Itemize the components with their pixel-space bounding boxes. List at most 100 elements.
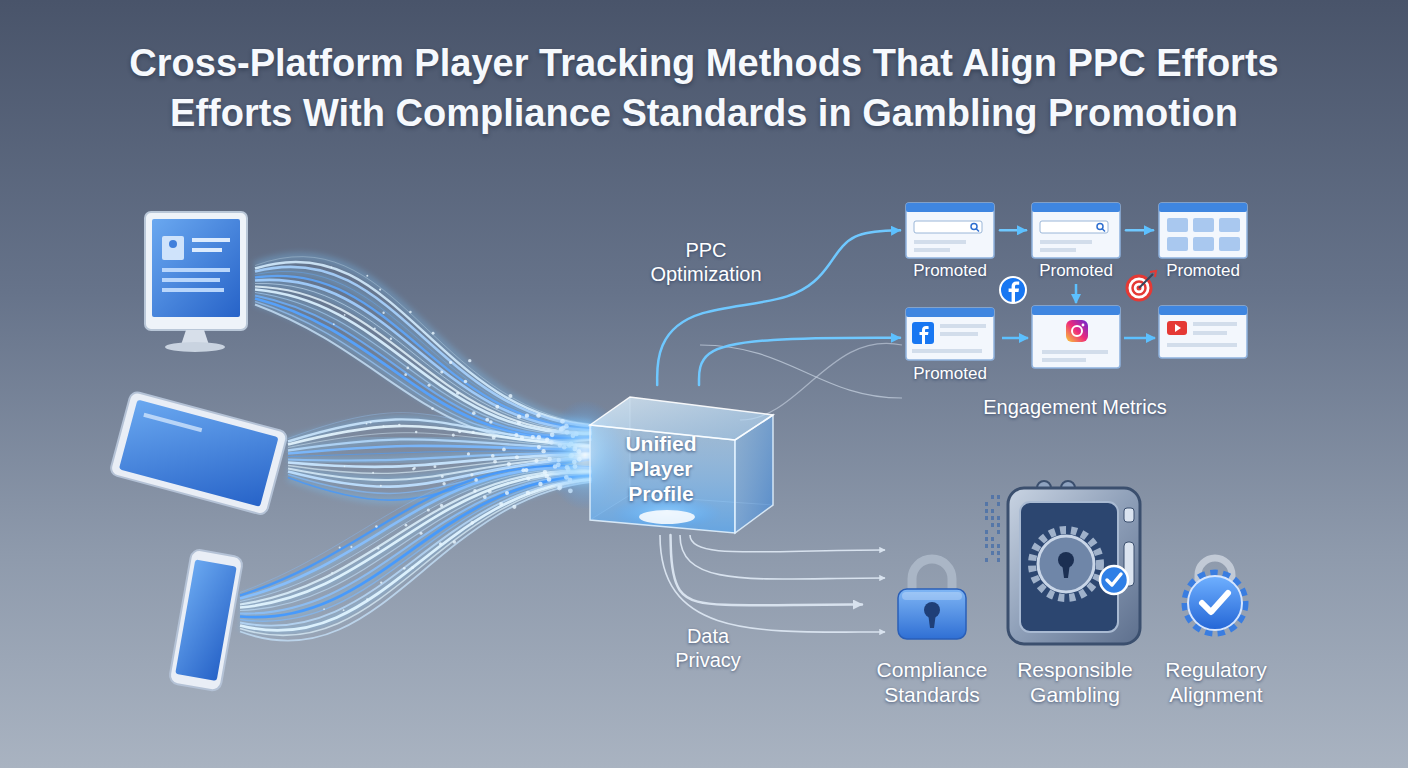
text-block: Regulatory Alignment xyxy=(1144,657,1288,707)
phone-icon xyxy=(169,549,244,692)
decor-rect xyxy=(1193,322,1237,326)
decor-rect xyxy=(1159,203,1247,212)
decor-rect xyxy=(906,308,994,360)
decor-rect xyxy=(1167,237,1188,251)
particle-dot xyxy=(531,435,535,439)
particle-dot xyxy=(517,421,521,425)
particle-dot xyxy=(492,436,496,440)
decor-rect xyxy=(902,592,962,600)
decor-circle xyxy=(1000,277,1026,303)
decor-rect xyxy=(906,308,994,317)
decor-rect xyxy=(162,288,224,292)
particle-dot xyxy=(366,598,368,600)
regulatory-badge: Regulatory Alignment xyxy=(1150,555,1282,705)
connector-arrow xyxy=(699,338,900,385)
decor-rect xyxy=(1040,248,1076,252)
particle-dot xyxy=(372,472,374,474)
connector-arrow xyxy=(1126,229,1153,232)
particle-dot xyxy=(485,418,489,422)
bit-mark xyxy=(985,502,988,506)
data-stream-line xyxy=(255,299,592,439)
particle-dot xyxy=(405,524,408,527)
particle-dot xyxy=(453,540,456,543)
particle-dot xyxy=(536,413,540,417)
facebook-icon xyxy=(1000,277,1026,303)
particle-dot xyxy=(403,567,406,570)
particle-dot xyxy=(439,542,442,545)
node-text: Responsible Gambling xyxy=(1002,657,1148,707)
particle-dot xyxy=(483,495,487,499)
particle-dot xyxy=(344,466,346,468)
decor-rect xyxy=(162,268,230,272)
decor-rect xyxy=(1167,343,1237,347)
particle-dot xyxy=(470,473,473,476)
particle-dot xyxy=(409,311,412,314)
decor-rect xyxy=(1042,350,1108,354)
decor-path xyxy=(1175,324,1181,332)
tablet-icon xyxy=(109,391,288,516)
bit-mark xyxy=(997,502,1000,506)
bit-mark xyxy=(985,530,988,534)
decor-rect xyxy=(1193,218,1214,232)
particle-dot xyxy=(379,288,381,290)
decor-rect xyxy=(1040,221,1108,233)
particle-dot xyxy=(537,445,541,449)
particle-dot xyxy=(442,482,445,485)
node-text: Promoted xyxy=(1026,261,1126,281)
particle-dot xyxy=(456,391,459,394)
particle-dot xyxy=(499,502,503,506)
decor-rect xyxy=(906,203,994,258)
particle-dot xyxy=(374,327,376,329)
data-stream-line xyxy=(240,481,592,636)
particle-dot xyxy=(431,407,434,410)
compliance-lock-shape xyxy=(862,555,1002,705)
particle-dot xyxy=(452,434,455,437)
particle-dot xyxy=(515,455,519,459)
particle-dot xyxy=(520,436,524,440)
data-stream-line xyxy=(240,477,592,621)
profile-cube: Unified Player Profile xyxy=(585,385,775,535)
particle-dot xyxy=(413,467,416,470)
particle-dot xyxy=(380,581,382,583)
particle-dot xyxy=(464,380,468,384)
decor-path xyxy=(1009,281,1020,303)
decor-rect xyxy=(192,238,230,242)
decor-path xyxy=(1139,274,1153,288)
data-stream-line xyxy=(255,257,592,425)
particle-dot xyxy=(502,448,506,452)
compliance-lock: Compliance Standards xyxy=(862,555,1002,705)
bit-mark xyxy=(991,551,994,555)
particle-dot xyxy=(524,468,528,472)
connector-arrow xyxy=(1000,229,1026,232)
bit-mark xyxy=(985,516,988,520)
decor-rect xyxy=(192,248,222,252)
text-block: Promoted xyxy=(1026,261,1126,281)
decor-rect xyxy=(906,203,994,212)
bit-mark xyxy=(991,509,994,513)
particle-dot xyxy=(323,608,325,610)
particle-dot xyxy=(350,546,352,548)
node-text: Regulatory Alignment xyxy=(1144,657,1288,707)
decor-rect xyxy=(1020,502,1118,632)
bit-mark xyxy=(985,509,988,513)
decor-rect xyxy=(1066,320,1088,342)
decor-circle xyxy=(1100,566,1128,594)
target-icon xyxy=(1127,271,1156,300)
diagram-title: Cross-Platform Player Tracking Methods T… xyxy=(84,38,1324,138)
node-text: Promoted xyxy=(900,261,1000,281)
annotation-label: Data Privacy xyxy=(660,624,756,672)
bit-mark xyxy=(991,537,994,541)
bit-mark xyxy=(991,544,994,548)
node-text: Unified Player Profile xyxy=(597,431,725,506)
regulatory-badge-shape xyxy=(1150,555,1282,705)
particle-dot xyxy=(333,323,335,325)
particle-dot xyxy=(467,452,470,455)
decor-path xyxy=(690,535,885,552)
decor-path xyxy=(1124,337,1155,340)
decor-path xyxy=(920,326,929,344)
particle-dot xyxy=(508,394,512,398)
particle-dot xyxy=(411,566,414,569)
decor-rect xyxy=(1040,240,1092,244)
particle-dot xyxy=(440,504,443,507)
decor-circle xyxy=(1038,536,1094,592)
